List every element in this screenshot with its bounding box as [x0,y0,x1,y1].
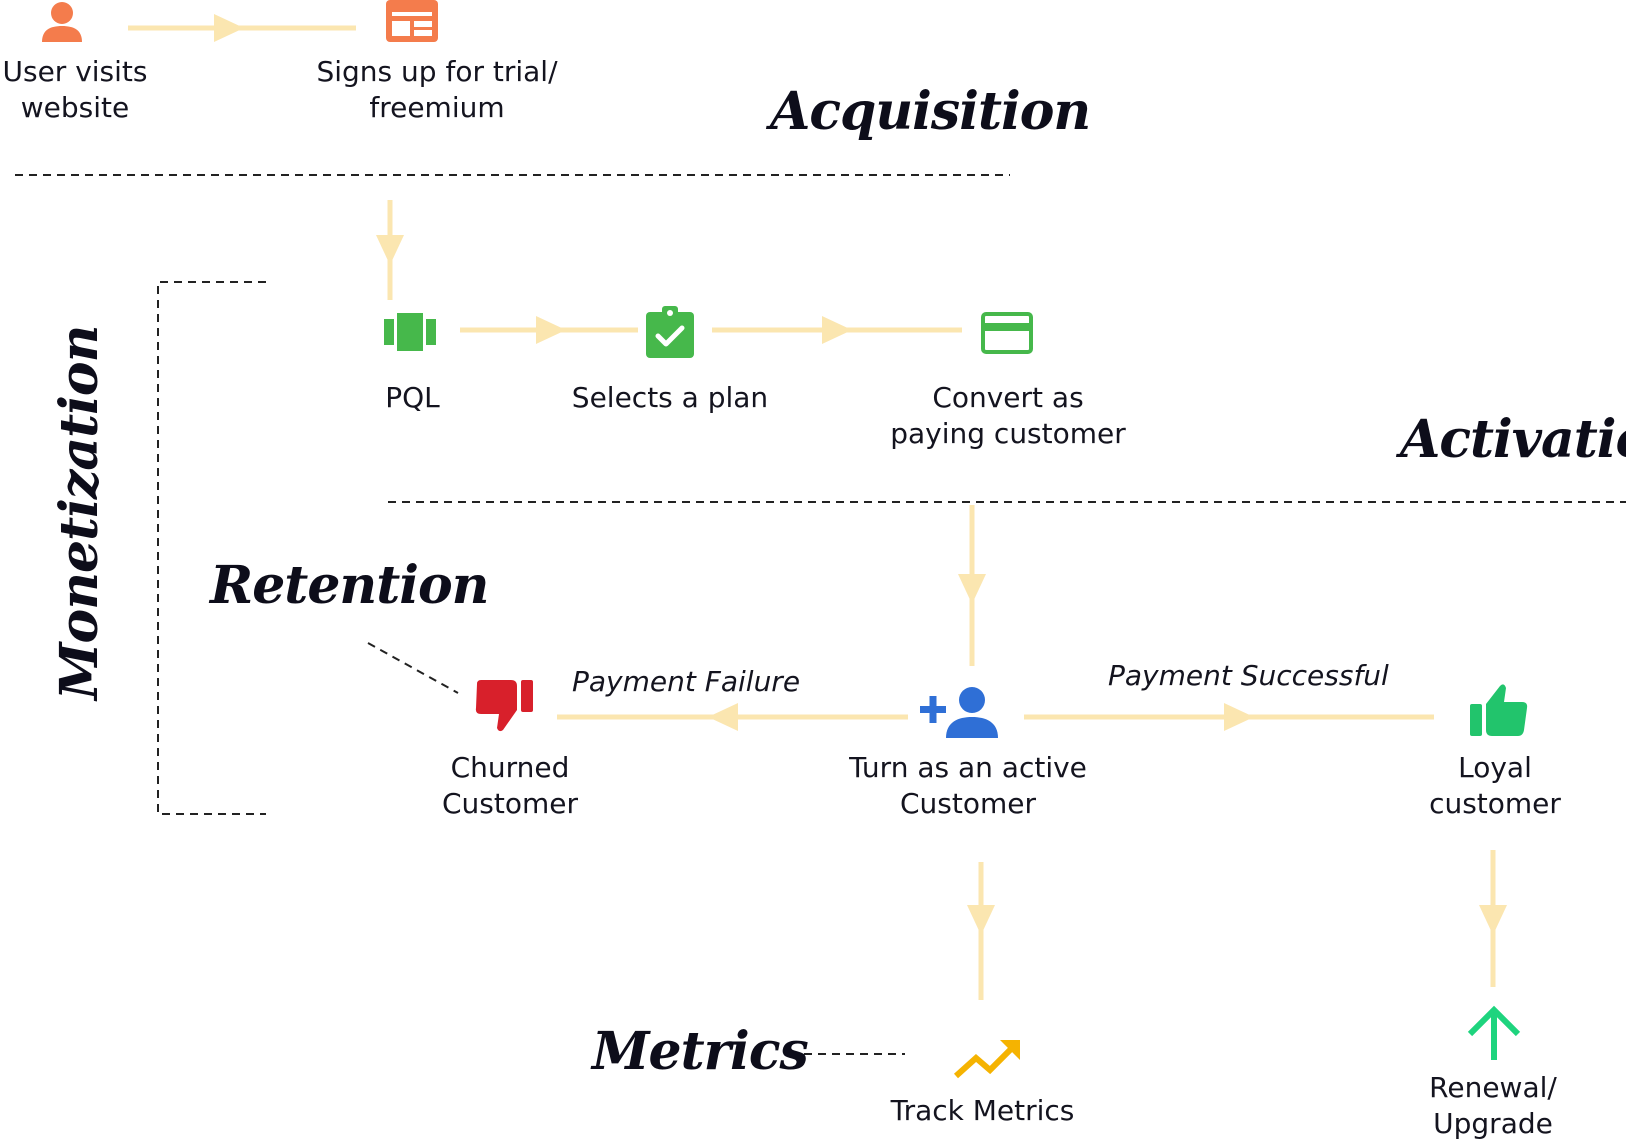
clipboard-check-icon [646,306,694,358]
filter-columns-icon [384,313,436,351]
node-label-line: Churned [450,751,570,784]
node-track-metrics-label: Track Metrics [860,1093,1105,1129]
node-label-line: Selects a plan [571,381,769,414]
arrowhead-active-to-churned [708,703,738,731]
node-label-line: Track Metrics [890,1094,1075,1127]
node-label-line: Signs up for trial/ [316,55,558,88]
trending-up-icon [953,1040,1020,1079]
edge-label-payment-failure: Payment Failure [572,665,801,698]
user-icon [42,2,82,42]
edge-label-payment-successful: Payment Successful [1108,659,1389,692]
arrowhead-loyal-to-renewal [1479,905,1507,935]
node-label-line: PQL [385,381,440,414]
stage-activation: Activation [1400,409,1626,470]
node-churned-label: Churned Customer [415,750,605,822]
thumbs-down-icon [475,680,533,732]
node-label-line: customer [1429,787,1561,820]
credit-card-icon [981,312,1033,354]
node-user-visits-label: User visits website [0,54,150,126]
node-label-line: website [20,91,130,124]
add-user-icon [920,687,998,738]
arrow-up-icon [1467,1005,1521,1060]
arrowhead-signup-to-pql [376,235,404,265]
node-label-line: paying customer [890,417,1126,450]
node-label-line: Customer [441,787,578,820]
node-loyal-label: Loyal customer [1395,750,1595,822]
arrowhead-active-to-metrics [967,905,995,935]
retention-connector [367,642,459,694]
arrowhead-active-to-loyal [1224,703,1254,731]
node-label-line: Renewal/ [1429,1071,1557,1104]
stage-monetization: Monetization [49,325,110,700]
arrowhead-pql-to-plan [536,316,566,344]
arrowhead-plan-to-convert [822,316,852,344]
node-label-line: Convert as [932,381,1084,414]
stage-metrics: Metrics [592,1021,809,1082]
node-signs-up-label: Signs up for trial/ freemium [302,54,572,126]
arrowhead-visit-to-signup [214,14,244,42]
node-convert-label: Convert as paying customer [868,380,1148,452]
browser-window-icon [386,0,438,42]
node-active-customer-label: Turn as an active Customer [818,750,1118,822]
node-pql-label: PQL [350,380,475,416]
node-label-line: Turn as an active [849,751,1087,784]
node-selects-plan-label: Selects a plan [545,380,795,416]
thumbs-up-icon [1470,684,1528,736]
node-renewal-label: Renewal/ Upgrade [1395,1070,1591,1142]
node-label-line: Customer [899,787,1036,820]
stage-acquisition: Acquisition [770,81,1091,142]
monetization-bracket [157,281,266,815]
node-label-line: Upgrade [1433,1107,1553,1140]
node-label-line: freemium [369,91,505,124]
stage-retention: Retention [210,555,489,616]
node-label-line: User visits [2,55,148,88]
node-label-line: Loyal [1458,751,1532,784]
arrowhead-convert-to-active [958,574,986,604]
